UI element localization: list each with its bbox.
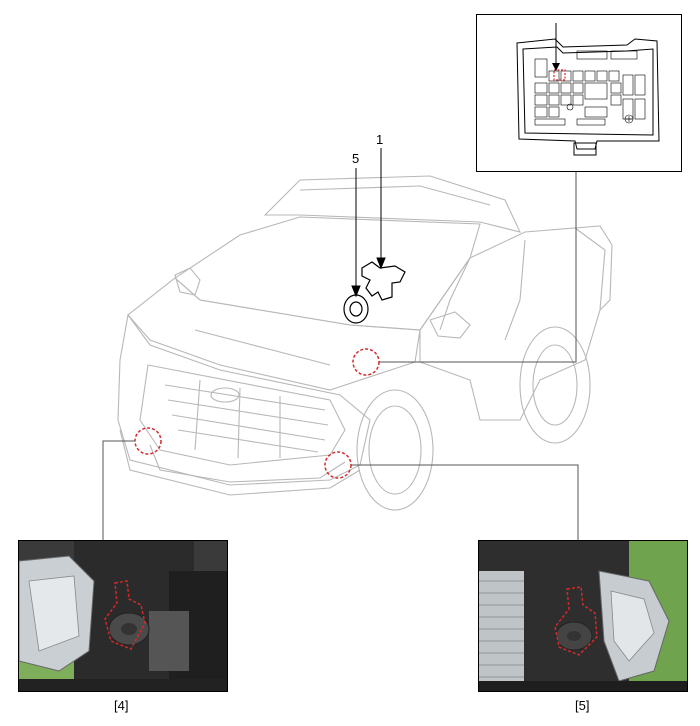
callout-leaders (351, 148, 386, 298)
callout-5-label: 5 (352, 151, 360, 166)
car-illustration-icon (117, 175, 613, 511)
relay-icon (361, 261, 406, 301)
left-photo-caption: [4] (114, 698, 129, 713)
horn-photo-left (18, 540, 228, 692)
connector-lines (102, 172, 579, 540)
fuse-box-inset (476, 14, 682, 172)
horn-photo-right (478, 540, 688, 692)
right-photo-caption: [5] (575, 698, 590, 713)
horn-part-icon (343, 294, 369, 324)
fuse-box-icon (516, 23, 660, 156)
callout-1-label: 1 (376, 132, 384, 147)
